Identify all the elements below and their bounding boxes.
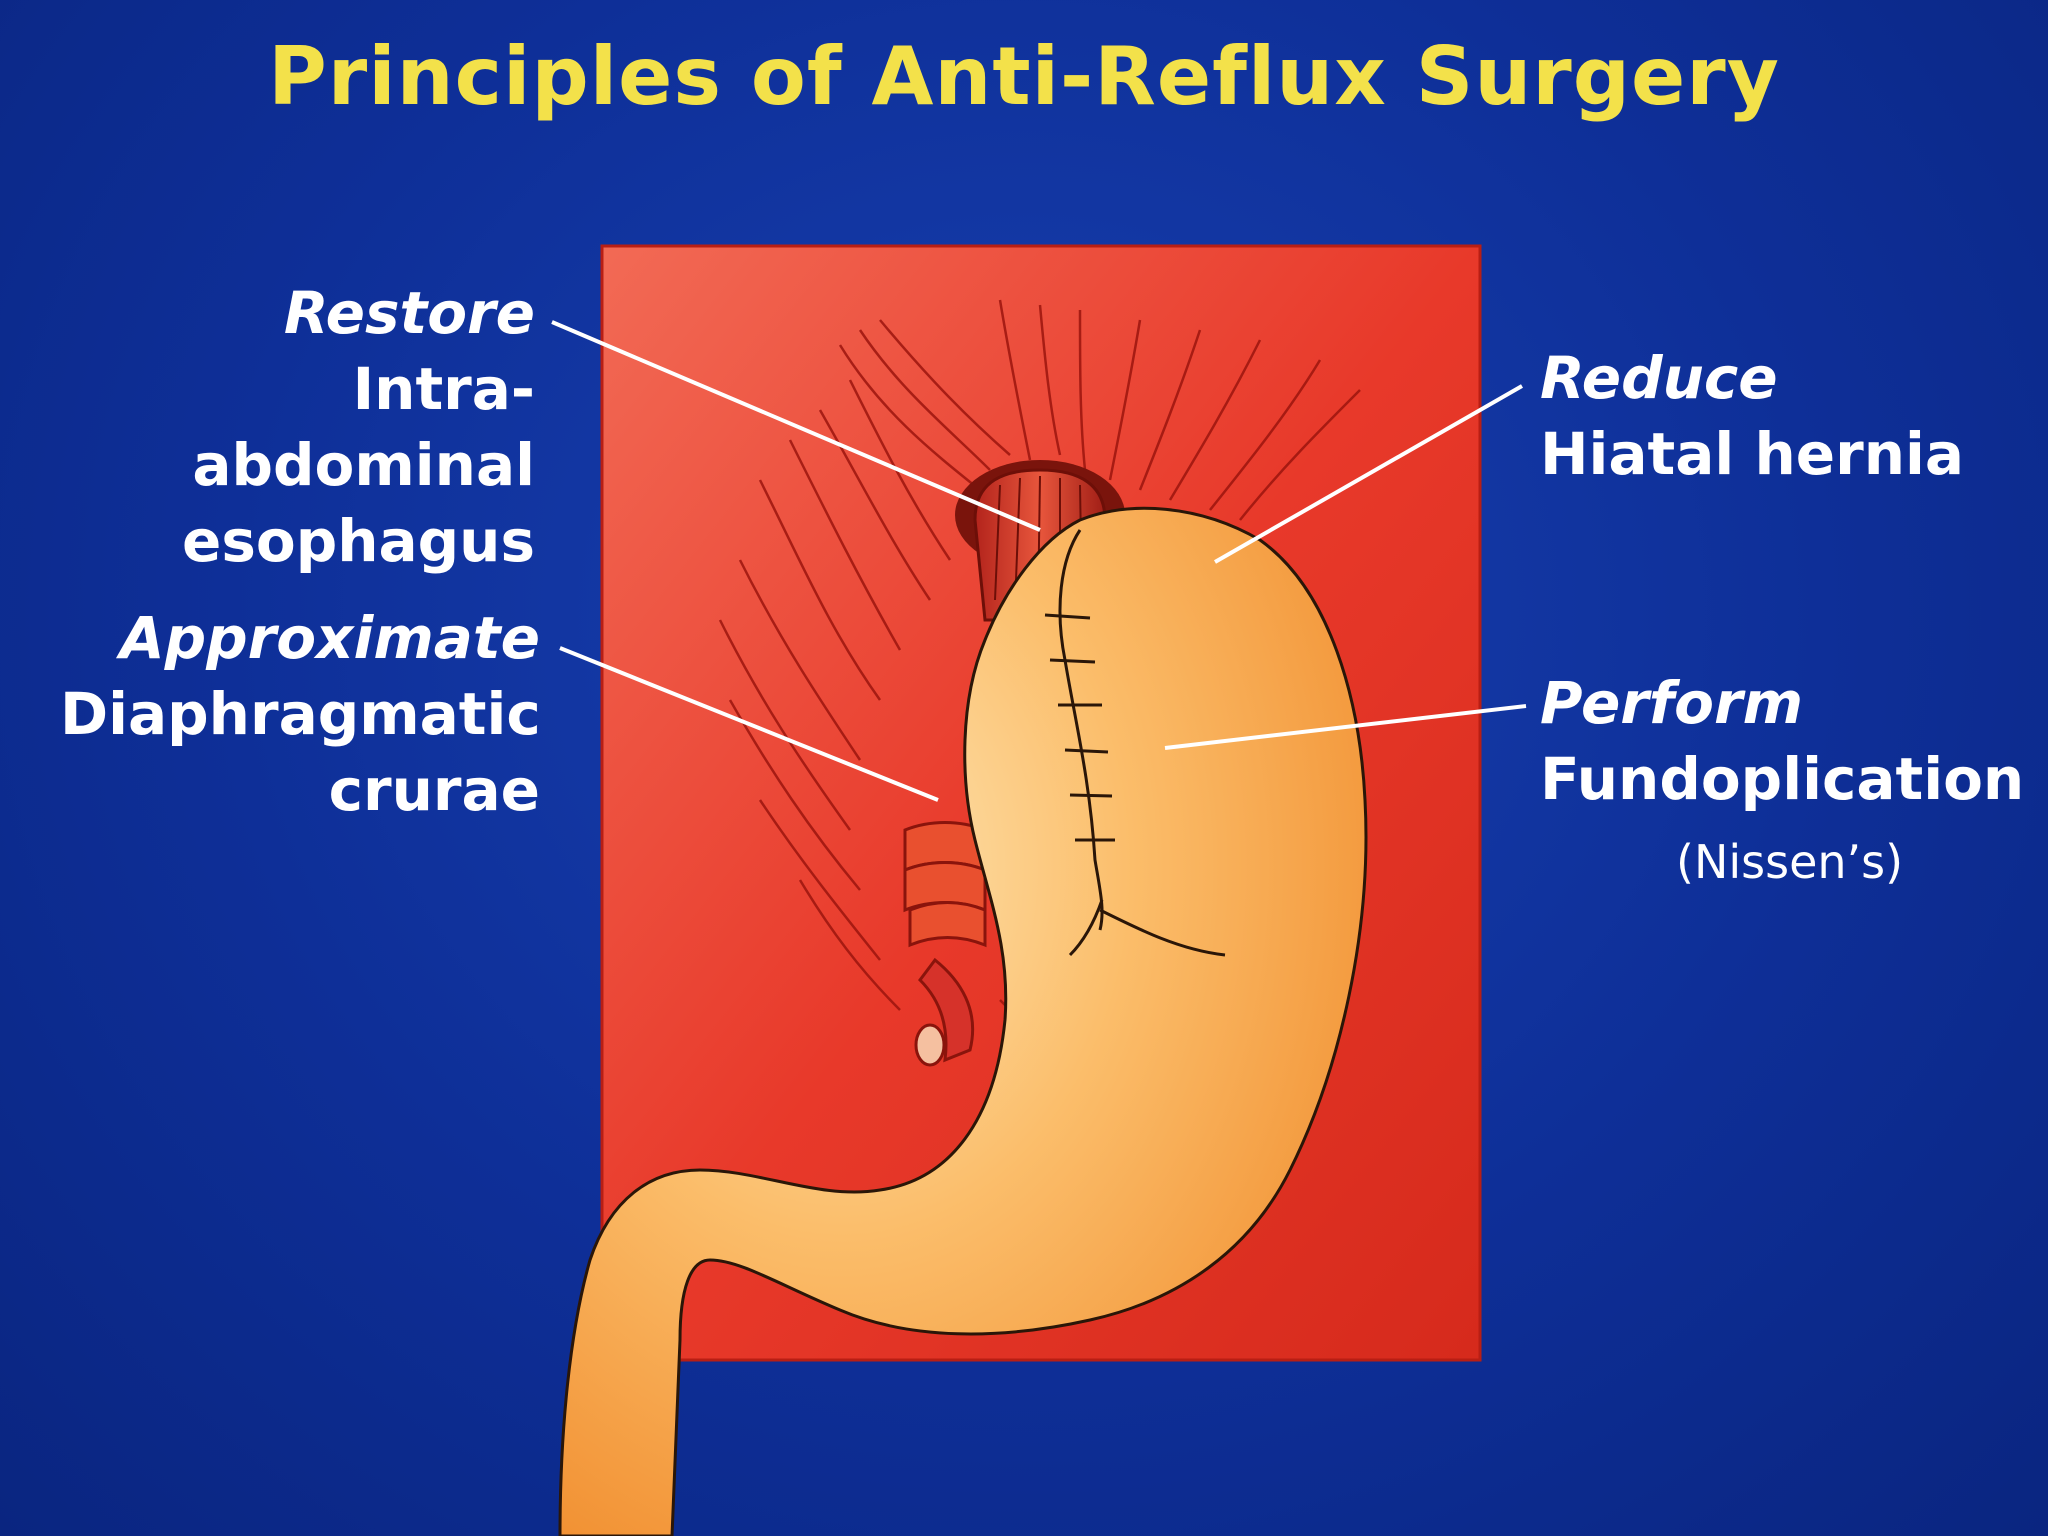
- label-perform: Perform Fundoplication: [1540, 665, 2025, 817]
- label-approximate-line2: crurae: [328, 756, 540, 824]
- vessel: [918, 957, 975, 1063]
- stomach: [558, 506, 1368, 1536]
- label-restore-verb: Restore: [283, 279, 535, 347]
- diaphragmatic-crura: [903, 821, 987, 948]
- label-approximate-verb: Approximate: [119, 604, 540, 672]
- label-reduce: Reduce Hiatal hernia: [1540, 340, 2020, 492]
- leader-approximate: [559, 646, 939, 802]
- label-approximate-line1: Diaphragmatic: [60, 680, 541, 748]
- sutures: [1044, 613, 1115, 842]
- label-restore: Restore Intra-abdominal esophagus: [60, 275, 535, 579]
- label-restore-line1: Intra-abdominal: [192, 355, 535, 499]
- leader-perform: [1164, 704, 1527, 750]
- label-perform-note: (Nissen’s): [1676, 835, 1904, 889]
- label-reduce-line1: Hiatal hernia: [1540, 420, 1965, 488]
- label-perform-verb: Perform: [1540, 669, 1804, 737]
- label-approximate: Approximate Diaphragmatic crurae: [60, 600, 541, 828]
- leader-reduce: [1214, 384, 1523, 564]
- leader-restore: [551, 320, 1041, 532]
- fundoplication-wrap: [1058, 529, 1104, 931]
- label-restore-line2: esophagus: [182, 507, 535, 575]
- label-reduce-verb: Reduce: [1540, 344, 1778, 412]
- slide-title: Principles of Anti-Reflux Surgery: [268, 30, 1780, 123]
- label-perform-line1: Fundoplication: [1540, 745, 2025, 813]
